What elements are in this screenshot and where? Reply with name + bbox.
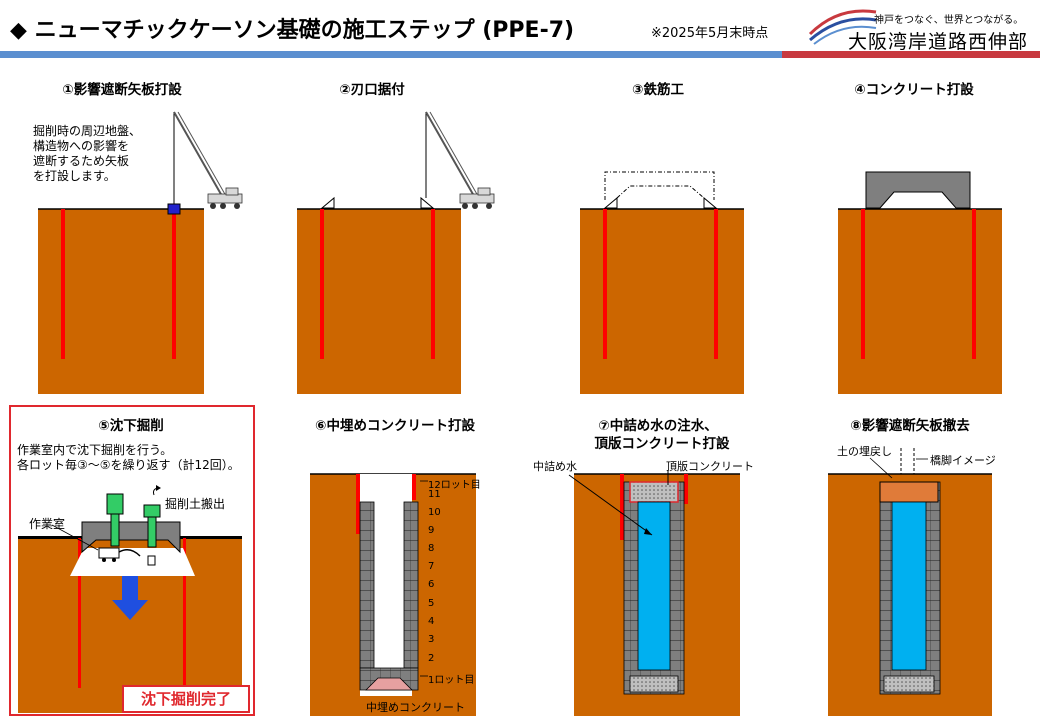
step6-lot-1: 1ロット目 <box>428 675 475 686</box>
step6-fill-concrete <box>365 677 413 691</box>
step6-sheet-pile-left <box>356 474 360 534</box>
step6-lot-9: 9 <box>428 525 435 536</box>
step7-title-line2: 頂版コンクリート打設 <box>594 436 730 452</box>
step3-sheet-pile-left <box>603 209 607 359</box>
step5-highlight-frame <box>9 405 255 716</box>
step5-complete-badge: 沈下掘削完了 <box>122 685 250 713</box>
logo-name: 大阪湾岸道路西伸部 <box>848 31 1029 53</box>
step1-sheet-pile-right <box>172 209 176 359</box>
step7-sheet-pile-right <box>684 474 688 504</box>
step8-title: ⑧影響遮断矢板撤去 <box>850 418 970 434</box>
step5-note: 作業室内で沈下掘削を行う。 各ロット毎③～⑤を繰り返す（計12回）。 <box>17 443 240 472</box>
step5-sheet-pile-right <box>183 538 186 688</box>
step6-diagram <box>310 473 476 716</box>
step6-lot-10: 10 <box>428 507 441 518</box>
step1-sheet-pile-left <box>61 209 65 359</box>
step6-lot-4: 4 <box>428 616 435 627</box>
step3-rebar-cage <box>604 171 715 200</box>
step1-title: ①影響遮断矢板打設 <box>62 82 182 98</box>
step2-cutting-edge-right <box>420 196 435 209</box>
step5-settle-arrow-icon <box>112 576 148 620</box>
step1-crane-icon <box>173 111 243 209</box>
step5-title: ⑤沈下掘削 <box>98 418 164 434</box>
as-of-date: ※2025年5月末時点 <box>651 26 769 41</box>
step5-sheet-pile-left <box>78 538 81 688</box>
step8-diagram <box>828 448 992 716</box>
step7-sheet-pile-left <box>620 474 624 540</box>
header-bar-blue <box>0 51 782 58</box>
step6-lot-3: 3 <box>428 634 435 645</box>
step6-fill-label: 中埋めコンクリート <box>366 701 465 714</box>
step6-lot-12: 12ロット目 <box>428 480 481 491</box>
step1-diagram <box>38 111 243 394</box>
step6-title: ⑥中埋めコンクリート打設 <box>315 418 475 434</box>
step4-title: ④コンクリート打設 <box>854 82 974 98</box>
step5-soil-out-label: 掘削土搬出 <box>165 497 226 511</box>
step7-water <box>637 501 671 671</box>
step4-diagram <box>838 171 1002 394</box>
step7-top-slab-label: 頂版コンクリート <box>666 460 754 473</box>
step6-lot-7: 7 <box>428 561 435 572</box>
step1-pile-driver-icon <box>167 203 181 215</box>
step7-title-line1: ⑦中詰め水の注水、 <box>598 418 718 434</box>
step6-lot-2: 2 <box>428 653 435 664</box>
step3-sheet-pile-right <box>714 209 718 359</box>
step8-pier-label: 橋脚イメージ <box>930 454 996 467</box>
step6-sheet-pile-right <box>412 474 416 500</box>
logo-tagline: 神戸をつなぐ、世界とつながる。 <box>874 15 1024 26</box>
step2-crane-icon <box>425 111 495 209</box>
step6-lot-5: 5 <box>428 598 435 609</box>
step6-wall-left <box>359 501 375 669</box>
step7-top-slab <box>629 481 679 503</box>
step7-water-label: 中詰め水 <box>533 460 577 473</box>
logo-bridge-icon <box>808 9 877 45</box>
header-bar-red <box>782 51 1040 58</box>
header: ◆ ニューマチックケーソン基礎の施工ステップ (PPE-7) ※2025年5月末… <box>0 0 1040 58</box>
step2-diagram <box>297 111 495 394</box>
step6-wall-right <box>403 501 419 669</box>
step4-concrete-lot <box>865 171 971 209</box>
page-title: ◆ ニューマチックケーソン基礎の施工ステップ (PPE-7) <box>10 18 575 43</box>
step2-title: ②刃口据付 <box>339 82 405 98</box>
step3-diagram <box>580 171 744 394</box>
step5-excavator-icon <box>98 547 156 566</box>
step8-backfill-label: 土の埋戻し <box>837 445 892 458</box>
step4-sheet-pile-right <box>972 209 976 359</box>
step1-soil <box>38 209 204 394</box>
step3-title: ③鉄筋工 <box>632 82 684 98</box>
step2-cutting-edge-left <box>320 196 335 209</box>
step1-note: 掘削時の周辺地盤、 構造物への影響を 遮断するため矢板 を打設します。 <box>33 124 142 183</box>
step2-sheet-pile-right <box>431 209 435 359</box>
step6-lot-8: 8 <box>428 543 435 554</box>
step8-backfill <box>879 481 939 503</box>
step8-water <box>891 501 927 671</box>
step5-chamber-label: 作業室 <box>29 517 66 531</box>
step6-lot-11: 11 <box>428 489 441 500</box>
step7-diagram <box>568 470 740 716</box>
step2-sheet-pile-left <box>320 209 324 359</box>
step6-lot-6: 6 <box>428 579 435 590</box>
step4-sheet-pile-left <box>861 209 865 359</box>
step5-diagram <box>18 485 242 713</box>
